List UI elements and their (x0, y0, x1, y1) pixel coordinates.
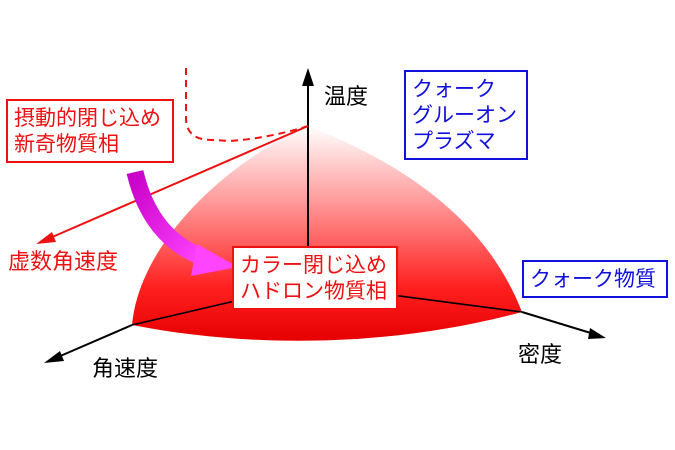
quark-matter-label: クォーク物質 (522, 260, 668, 298)
hadron-phase-label: カラー閉じ込め ハドロン物質相 (232, 246, 398, 310)
temperature-axis-arrowhead (302, 68, 314, 86)
novel-phase-label: 摂動的閉じ込め 新奇物質相 (6, 99, 174, 163)
imaginary-angular-velocity-label: 虚数角速度 (8, 249, 118, 277)
novel-phase-line-2: 新奇物質相 (14, 131, 166, 157)
novel-phase-boundary (186, 68, 308, 141)
qgp-line-2: グルーオン (412, 102, 520, 128)
angular-velocity-axis (58, 325, 132, 357)
hadron-phase-line-1: カラー閉じ込め (240, 252, 390, 278)
density-axis-arrowhead (588, 328, 606, 339)
qgp-line-3: プラズマ (412, 128, 520, 154)
qgp-line-1: クォーク (412, 76, 520, 102)
angular-velocity-axis-label: 角速度 (92, 356, 158, 384)
temperature-axis-label: 温度 (324, 84, 368, 112)
quark-gluon-plasma-label: クォーク グルーオン プラズマ (404, 70, 528, 160)
angular-velocity-axis-arrowhead (44, 351, 64, 363)
novel-phase-line-1: 摂動的閉じ込め (14, 105, 166, 131)
hadron-phase-line-2: ハドロン物質相 (240, 278, 390, 304)
quark-matter-line-1: クォーク物質 (530, 266, 660, 292)
density-axis-label: 密度 (518, 342, 562, 370)
density-axis (522, 312, 594, 334)
imaginary-angular-velocity-arrowhead (36, 232, 56, 244)
